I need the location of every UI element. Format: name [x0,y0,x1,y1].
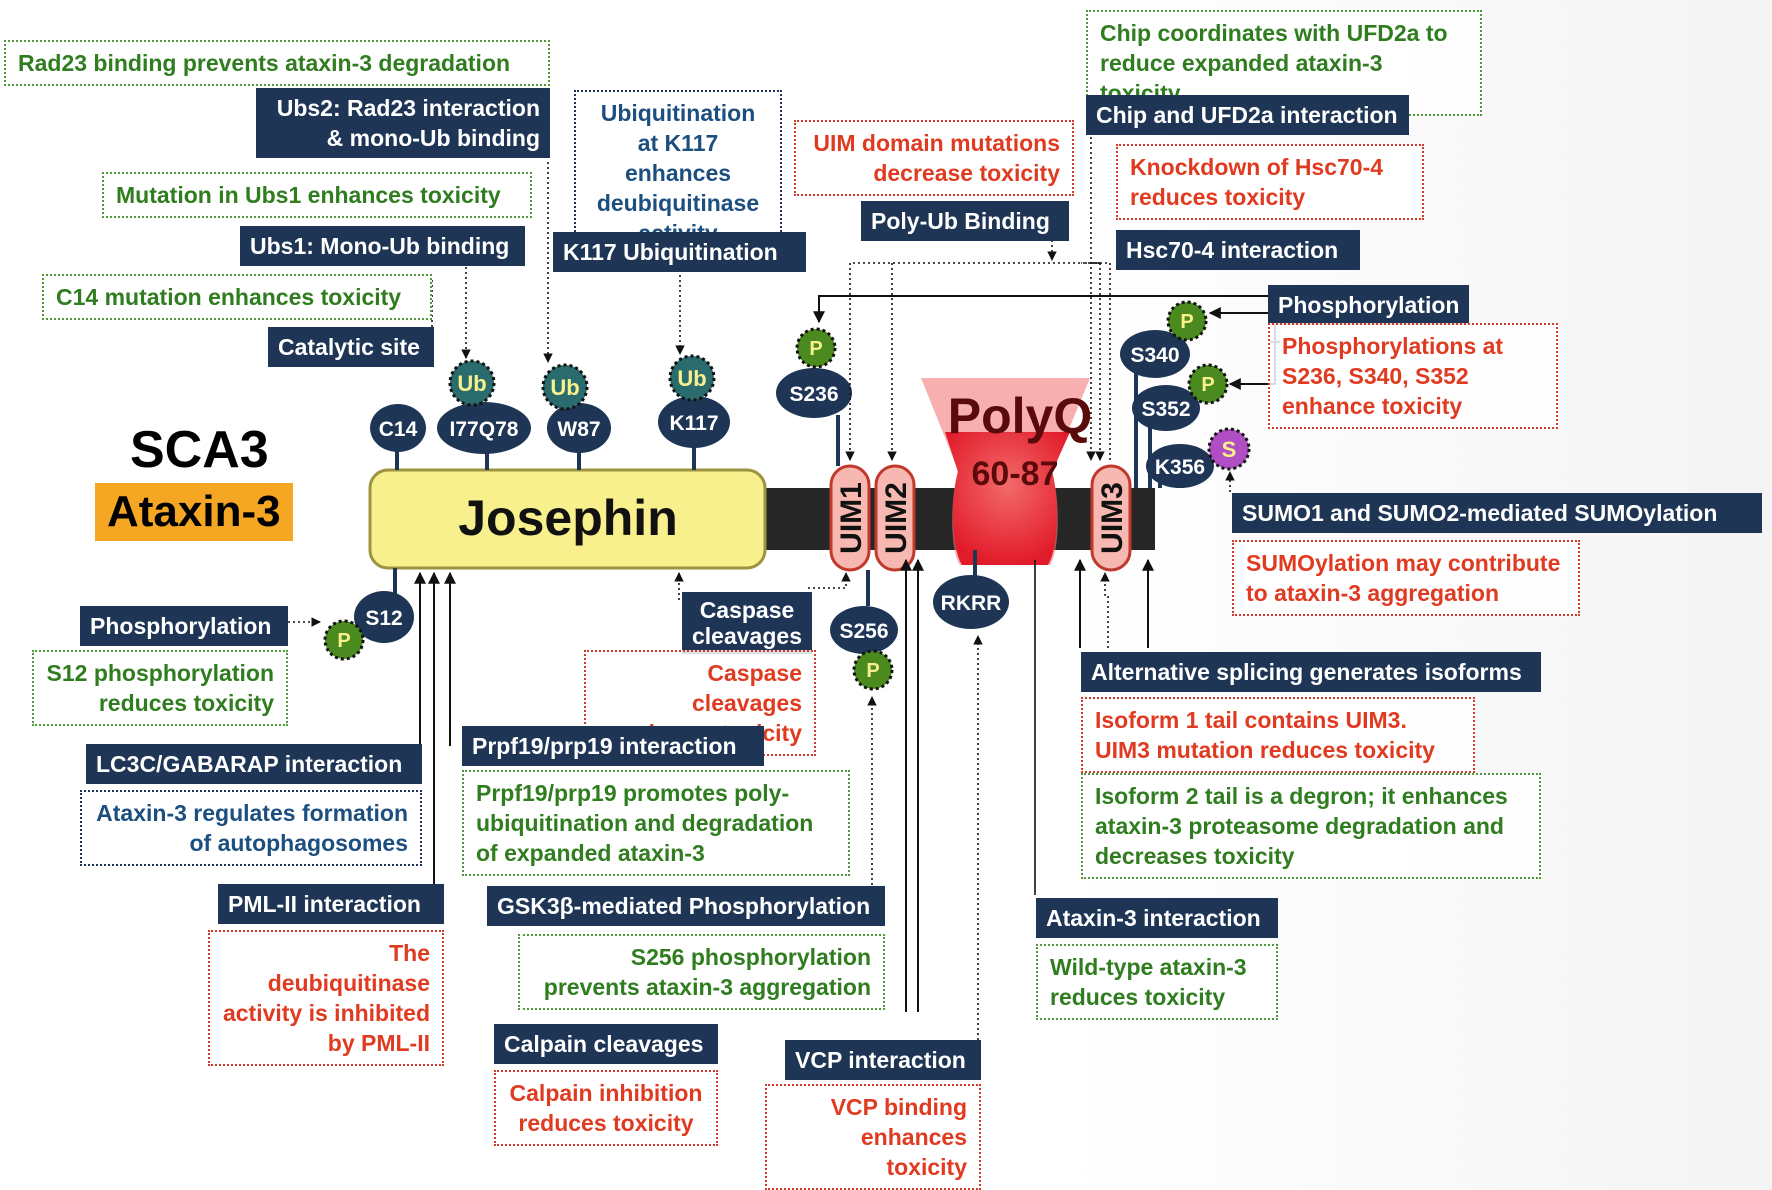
site-k117 [658,396,730,448]
polyq-funnel-core [945,432,1070,565]
site-c14-label: C14 [379,418,418,441]
alt-splicing-isoform2-note: Isoform 2 tail is a degron; it enhances … [1081,773,1541,879]
catalytic-label: Catalytic site [268,327,434,367]
vcp-note: VCP binding enhances toxicity [765,1084,981,1190]
rad23-note: Rad23 binding prevents ataxin-3 degradat… [4,40,550,86]
p-marker-s256 [852,649,894,691]
site-k356-label: K356 [1155,456,1205,479]
site-s352-label: S352 [1141,398,1190,421]
pml-label: PML-II interaction [218,884,444,924]
phos-left-label: Phosphorylation [80,606,288,646]
ub-marker-i77q78 [448,359,496,407]
sumo-label: S [1222,437,1237,462]
alt-splicing-label: Alternative splicing generates isoforms [1081,652,1541,692]
site-s12 [354,591,414,643]
gsk-label: GSK3β-mediated Phosphorylation [487,886,885,926]
site-rkrr-label: RKRR [941,592,1002,615]
ubs2-label: Ubs2: Rad23 interaction & mono-Ub bindin… [256,88,550,158]
sumo-note: SUMOylation may contribute to ataxin-3 a… [1232,540,1580,616]
site-s256-label: S256 [839,620,888,643]
site-s256 [830,606,898,654]
c14-note: C14 mutation enhances toxicity [42,274,432,320]
calpain-label: Calpain cleavages [494,1024,718,1064]
hsc70-note: Knockdown of Hsc70-4 reduces toxicity [1116,144,1424,220]
p-label-1: P [809,338,822,360]
ubs1-note: Mutation in Ubs1 enhances toxicity [102,172,532,218]
ub-label-1: Ub [457,371,486,396]
gsk-note: S256 phosphorylation prevents ataxin-3 a… [518,934,885,1010]
site-k356 [1146,444,1214,488]
disease-title: SCA3 [130,421,269,479]
sumo-marker-k356 [1207,427,1251,471]
ub-label-2: Ub [550,375,579,400]
ub-marker-w87 [541,363,589,411]
p-label-3: P [1201,374,1214,396]
uim2-domain [874,464,916,572]
uim3-label: UIM3 [1096,482,1129,554]
josephin-label: Josephin [458,490,677,546]
p-marker-s352 [1187,363,1229,405]
protein-title: Ataxin-3 [95,483,293,541]
p-marker-s12 [323,619,365,661]
lc3c-label: LC3C/GABARAP interaction [86,744,422,784]
prpf19-label: Prpf19/prp19 interaction [462,726,764,766]
uim1-label: UIM1 [835,482,868,554]
hsc70-label: Hsc70-4 interaction [1116,230,1360,270]
uim-note: UIM domain mutations decrease toxicity [794,120,1074,196]
vcp-label: VCP interaction [785,1040,981,1080]
phos-right-label: Phosphorylation [1268,285,1469,325]
site-i77q78 [437,402,531,454]
site-c14 [370,404,426,452]
uim3-domain [1090,464,1132,572]
prpf19-note: Prpf19/prp19 promotes poly-ubiquitinatio… [462,770,850,876]
site-s12-label: S12 [365,607,402,630]
polyq-range: 60-87 [972,455,1059,493]
p-label-5: P [866,660,879,682]
site-rkrr [933,575,1009,629]
chip-label: Chip and UFD2a interaction [1086,95,1409,135]
site-k117-label: K117 [669,412,718,435]
polyub-label: Poly-Ub Binding [861,201,1069,241]
site-s236-label: S236 [789,383,838,406]
site-w87-label: W87 [557,418,600,441]
josephin-domain [368,468,767,570]
atx3-interaction-label: Ataxin-3 interaction [1036,898,1278,938]
k117-label: K117 Ubiquitination [553,232,806,272]
uim1-domain [829,464,871,572]
atx3-interaction-note: Wild-type ataxin-3 reduces toxicity [1036,944,1278,1020]
alt-splicing-isoform1-note: Isoform 1 tail contains UIM3. UIM3 mutat… [1081,697,1475,773]
p-marker-s340 [1166,300,1208,342]
ub-label-3: Ub [677,366,706,391]
pml-note: The deubiquitinase activity is inhibited… [208,930,444,1066]
p-label-2: P [1180,311,1193,333]
protein-backbone [740,488,1155,550]
s12-note: S12 phosphorylation reduces toxicity [32,650,288,726]
site-w87 [547,403,611,453]
sumo-label-box: SUMO1 and SUMO2-mediated SUMOylation [1232,493,1762,533]
lc3c-note: Ataxin-3 regulates formation of autophag… [80,790,422,866]
site-s340 [1120,330,1190,378]
site-s236 [776,368,852,418]
p-label-4: P [337,630,350,652]
ub-marker-k117 [668,354,716,402]
calpain-note: Calpain inhibition reduces toxicity [494,1070,718,1146]
uim2-label: UIM2 [880,482,913,554]
caspase-label: Caspase cleavages [682,592,812,654]
phos-right-note: Phosphorylations at S236, S340, S352 enh… [1268,323,1558,429]
site-s352 [1132,385,1200,431]
ubs1-label: Ubs1: Mono-Ub binding [240,226,525,266]
polyq-label: PolyQ [948,388,1092,444]
site-s340-label: S340 [1130,344,1179,367]
p-marker-s236 [795,327,837,369]
site-i77q78-label: I77Q78 [450,418,519,441]
